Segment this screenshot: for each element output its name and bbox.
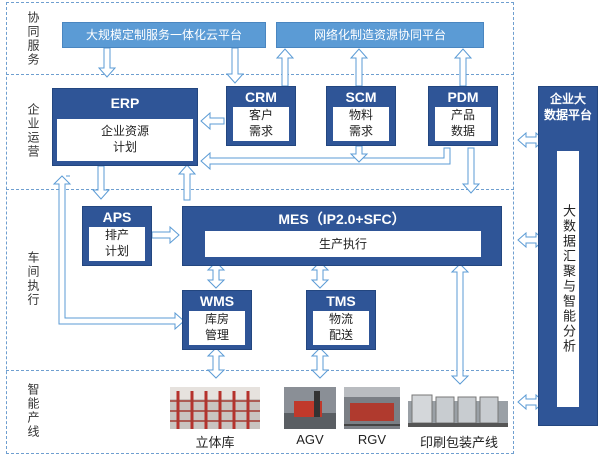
cloud-platform-manufacturing: 网络化制造资源协同平台 [276,22,484,48]
aps-module: APS 排产 计划 [82,206,152,266]
scm-desc: 物料 需求 [333,107,389,141]
printing-line-photo [406,387,512,429]
wms-title: WMS [199,293,235,309]
scm-module: SCM 物料 需求 [326,86,396,146]
tms-title: TMS [326,293,356,309]
erp-module: ERP 企业资源 计划 [52,88,198,166]
bigdata-title: 企业大 数据平台 [543,92,592,122]
zone-separator [6,74,514,75]
architecture-frame [6,2,514,454]
agv-photo [284,387,336,429]
zone-label-collaboration: 协同服务 [26,11,40,67]
zone-separator [6,370,514,371]
scm-title: SCM [345,89,377,105]
mes-title: MES（IP2.0+SFC） [278,211,406,227]
caption-rgv: RGV [357,432,387,447]
tms-module: TMS 物流 配送 [306,290,376,350]
aps-desc: 排产 计划 [89,227,145,261]
caption-agv: AGV [296,432,324,447]
cloud-platform-customization: 大规模定制服务一体化云平台 [62,22,266,48]
zone-label-production-line: 智能产线 [26,383,40,439]
crm-title: CRM [245,89,277,105]
warehouse-photo [170,387,260,429]
caption-warehouse: 立体库 [195,435,235,450]
bigdata-platform: 企业大 数据平台 大数据汇聚与智能分析 [538,86,598,426]
tms-desc: 物流 配送 [313,311,369,345]
pdm-desc: 产品 数据 [435,107,491,141]
zone-label-operations: 企业运营 [26,103,40,159]
erp-desc: 企业资源 计划 [57,119,193,161]
mes-desc: 生产执行 [205,231,481,257]
pdm-module: PDM 产品 数据 [428,86,498,146]
wms-module: WMS 库房 管理 [182,290,252,350]
crm-module: CRM 客户 需求 [226,86,296,146]
wms-desc: 库房 管理 [189,311,245,345]
bigdata-desc: 大数据汇聚与智能分析 [557,151,579,407]
crm-desc: 客户 需求 [233,107,289,141]
caption-printing-line: 印刷包装产线 [419,435,498,450]
pdm-title: PDM [447,89,479,105]
aps-title: APS [102,209,132,225]
zone-separator [6,189,514,190]
mes-module: MES（IP2.0+SFC） 生产执行 [182,206,502,266]
zone-label-workshop: 车间执行 [26,251,40,307]
erp-title: ERP [110,95,140,111]
rgv-photo [344,387,400,429]
